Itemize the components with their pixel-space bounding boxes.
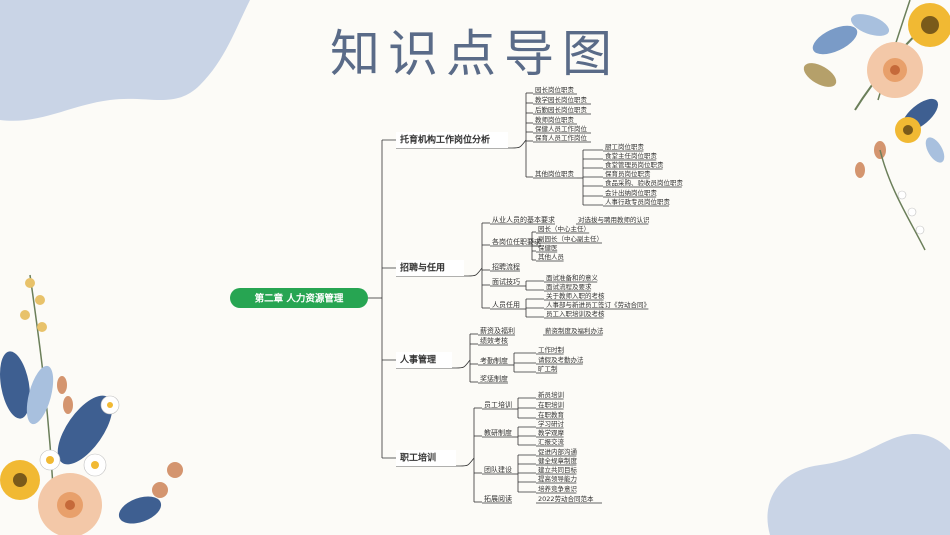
flower-decoration-top-right: [803, 0, 950, 251]
mind-map-leaf-label: 旷工制: [538, 364, 558, 373]
mind-map-leaf-label: 厨工岗位职责: [605, 142, 645, 151]
mind-map-leaf-label: 汇报交流: [538, 437, 565, 446]
mind-map-child-label: 考勤制度: [480, 356, 508, 365]
mind-map-child-label: 拓展阅读: [484, 494, 512, 503]
mind-map-leaf-label: 促进内部沟通: [538, 447, 578, 456]
mind-map-child-label: 教研制度: [484, 428, 512, 437]
mind-map-leaf-label: 面试准备和的意义: [546, 273, 599, 282]
root-node-box: [230, 288, 368, 308]
mind-map-child-label: 教学园长岗位职责: [535, 95, 588, 104]
mind-map-leaf-label: 在职教育: [538, 410, 565, 419]
mind-map-leaf-label: 食堂管理员岗位职责: [605, 160, 664, 169]
root-node: 第二章 人力资源管理: [230, 288, 368, 308]
mind-map-leaf-label: 员工入职培训及考核: [546, 309, 605, 318]
page-title: 知识点导图: [330, 25, 620, 83]
mind-map-child-label: 后勤园长岗位职责: [535, 105, 588, 114]
mind-map-leaf-label: 教学观摩: [538, 428, 565, 437]
flower-decoration-bottom-left: [0, 274, 183, 535]
branch-node-label: 职工培训: [400, 452, 436, 464]
mind-map-leaf-label: 其他人员: [538, 252, 565, 261]
mind-map-child-label: 面试技巧: [492, 277, 520, 286]
mind-map-leaf-label: 提高领导能力: [538, 474, 577, 483]
mind-map-child-label: 团队建设: [484, 465, 512, 474]
branch-node-label: 人事管理: [399, 354, 436, 366]
mind-map-child-label: 绩效考核: [480, 336, 508, 345]
branch-node-label: 托育机构工作岗位分析: [400, 134, 490, 146]
branch-node-box: [396, 352, 452, 368]
mind-map-leaf-label: 保健医: [538, 243, 558, 252]
mind-map-leaf-label: 新员培训: [538, 390, 564, 399]
mind-map-leaf-label: 人事部与新进员工签订《劳动合同》: [546, 300, 650, 309]
mind-map-leaf-label: 对选拔与聘用教师的认识: [578, 215, 650, 224]
mind-map-child-label: 各岗位任职要求: [492, 237, 541, 246]
mind-map-leaf-label: 健全规章制度: [538, 456, 578, 465]
mind-map-leaf-label: 建立共同目标: [538, 465, 578, 474]
mind-map-child-label: 薪资及福利: [480, 326, 515, 335]
mind-map-leaf-label: 面试流程及要求: [546, 282, 592, 291]
mind-map-leaf-label: 工作时制: [538, 345, 565, 354]
mind-map-child-label: 保育人员工作岗位: [535, 133, 588, 142]
branch-node-box: [396, 450, 456, 466]
connector-line: [459, 457, 475, 467]
mind-map-leaf-label: 薪资制度及福利办法: [545, 326, 604, 335]
branch-node-label: 招聘与任用: [400, 262, 445, 274]
mind-map-nodes: 第二章 人力资源管理 托育机构工作岗位分析 园长岗位职责教学园长岗位职责后勤园长岗位…: [230, 85, 684, 503]
mind-map-child-label: 员工培训: [484, 400, 512, 409]
root-node-label: 第二章 人力资源管理: [255, 293, 344, 305]
mind-map-child-label: 教师岗位职责: [535, 115, 575, 124]
mind-map-child-label: 从业人员的基本要求: [492, 215, 555, 224]
mind-map-leaf-label: 园长（中心主任）: [538, 224, 590, 233]
mind-map-child-label: 园长岗位职责: [535, 85, 575, 94]
mind-map-child-label: 人员任用: [492, 300, 520, 309]
mind-map-leaf-label: 在职培训: [538, 400, 564, 409]
mind-map-leaf-label: 保育员岗位职责: [605, 169, 651, 178]
mind-map-leaf-label: 副园长（中心副主任）: [538, 234, 603, 243]
mind-map-child-label: 其他岗位职责: [535, 169, 575, 178]
mind-map-leaf-label: 人事行政专员岗位职责: [605, 197, 671, 206]
mind-map-child-label: 招聘流程: [492, 262, 520, 271]
mind-map-leaf-label: 请假及考勤办法: [538, 355, 584, 364]
mind-map-leaf-label: 关于教师入职的考核: [546, 291, 605, 300]
mind-map-leaf-label: 学习研讨: [538, 419, 565, 428]
connector-line: [467, 267, 483, 277]
branch-node-box: [396, 132, 508, 148]
mind-map-child-label: 保健人员工作岗位: [535, 124, 588, 133]
mind-map-leaf-label: 食堂主任岗位职责: [605, 151, 658, 160]
mind-map-child-label: 奖惩制度: [480, 374, 508, 383]
mind-map-leaf-label: 会计出纳岗位职责: [605, 188, 658, 197]
connector-line: [511, 139, 527, 149]
connector-line: [455, 359, 471, 369]
mind-map-leaf-label: 培养竞争意识: [538, 484, 578, 493]
mind-map-leaf-label: 食品采购、验收员岗位职责: [605, 178, 684, 187]
mind-map-leaf-label: 2022劳动合同范本: [538, 494, 594, 503]
branch-node-box: [396, 260, 464, 276]
